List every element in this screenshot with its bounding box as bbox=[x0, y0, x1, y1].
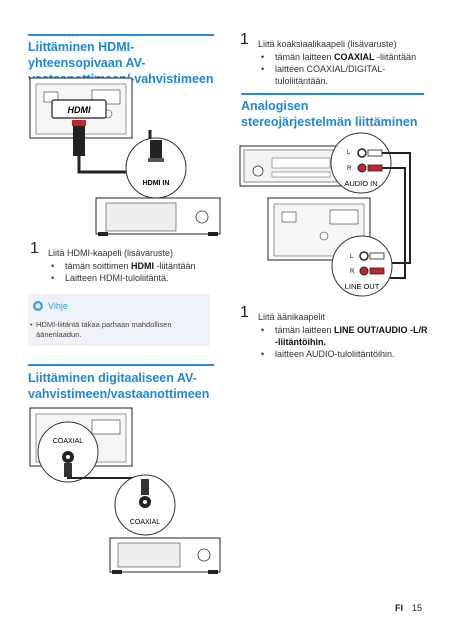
audio-bullet-2: laitteen AUDIO-tuloliitäntöihin. bbox=[258, 348, 430, 360]
footer-language: FI bbox=[395, 603, 403, 613]
tip-title: Vihje bbox=[48, 301, 68, 311]
audio-cable bbox=[382, 152, 411, 279]
hdmi-bullet-1: tämän soittimen HDMI -liitäntään bbox=[48, 260, 220, 272]
audio-in-l: L bbox=[347, 150, 351, 156]
coax-bullet-1: tämän laitteen COAXIAL -liitäntään bbox=[258, 51, 430, 63]
step-text: Liitä äänikaapelit bbox=[258, 312, 326, 322]
hdmi-cable: HDMI IN bbox=[73, 126, 187, 199]
audio-in-r: R bbox=[347, 166, 352, 172]
audio-bullet-1: tämän laitteen LINE OUT/AUDIO -L/R -liit… bbox=[258, 324, 430, 348]
receiver-hdmi-illustration bbox=[95, 197, 221, 236]
hdmi-in-label: HDMI IN bbox=[143, 180, 170, 187]
coax-step: 1 Liitä koaksiaalikaapeli (lisävaruste) … bbox=[240, 32, 430, 87]
receiver-coax-illustration bbox=[109, 537, 221, 574]
line-out-l: L bbox=[350, 254, 354, 260]
line-out-label: LINE OUT bbox=[345, 282, 380, 291]
step-text: Liitä HDMI-kaapeli (lisävaruste) bbox=[48, 248, 174, 258]
coax-bullet-2: laitteen COAXIAL/DIGITAL-tuloliitäntään. bbox=[258, 63, 430, 87]
tip-text: HDMI-liitäntä takaa parhaan mahdollisen … bbox=[30, 320, 206, 340]
audio-in-callout: L R AUDIO IN bbox=[330, 132, 392, 194]
coaxial-bottom-label: COAXIAL bbox=[130, 519, 160, 526]
audio-in-label: AUDIO IN bbox=[344, 179, 377, 188]
heading-analog: Analogisen stereojärjestelmän liittämine… bbox=[241, 99, 418, 129]
step-number: 1 bbox=[240, 31, 249, 48]
step-text: Liitä koaksiaalikaapeli (lisävaruste) bbox=[258, 39, 397, 49]
heading-digital: Liittäminen digitaaliseen AV-vahvistimee… bbox=[28, 371, 210, 401]
section-rule-analog bbox=[241, 93, 424, 95]
player-lineout-illustration: L R LINE OUT bbox=[267, 197, 393, 297]
footer-page-number: 15 bbox=[412, 603, 423, 613]
line-out-r: R bbox=[350, 269, 355, 275]
step-number: 1 bbox=[30, 240, 39, 257]
hdmi-step: 1 Liitä HDMI-kaapeli (lisävaruste) tämän… bbox=[30, 241, 220, 285]
hdmi-logo: HDMI bbox=[68, 105, 91, 115]
section-rule-hdmi bbox=[28, 34, 214, 36]
step-number: 1 bbox=[240, 304, 249, 321]
player-coax-illustration: COAXIAL bbox=[29, 407, 133, 483]
section-rule-digital bbox=[28, 364, 214, 366]
hdmi-bullet-2: Laitteen HDMI-tuloliitäntä. bbox=[48, 272, 220, 284]
coax-cable: COAXIAL bbox=[64, 463, 176, 536]
coaxial-top-label: COAXIAL bbox=[53, 438, 83, 445]
audio-step: 1 Liitä äänikaapelit tämän laitteen LINE… bbox=[240, 305, 430, 361]
